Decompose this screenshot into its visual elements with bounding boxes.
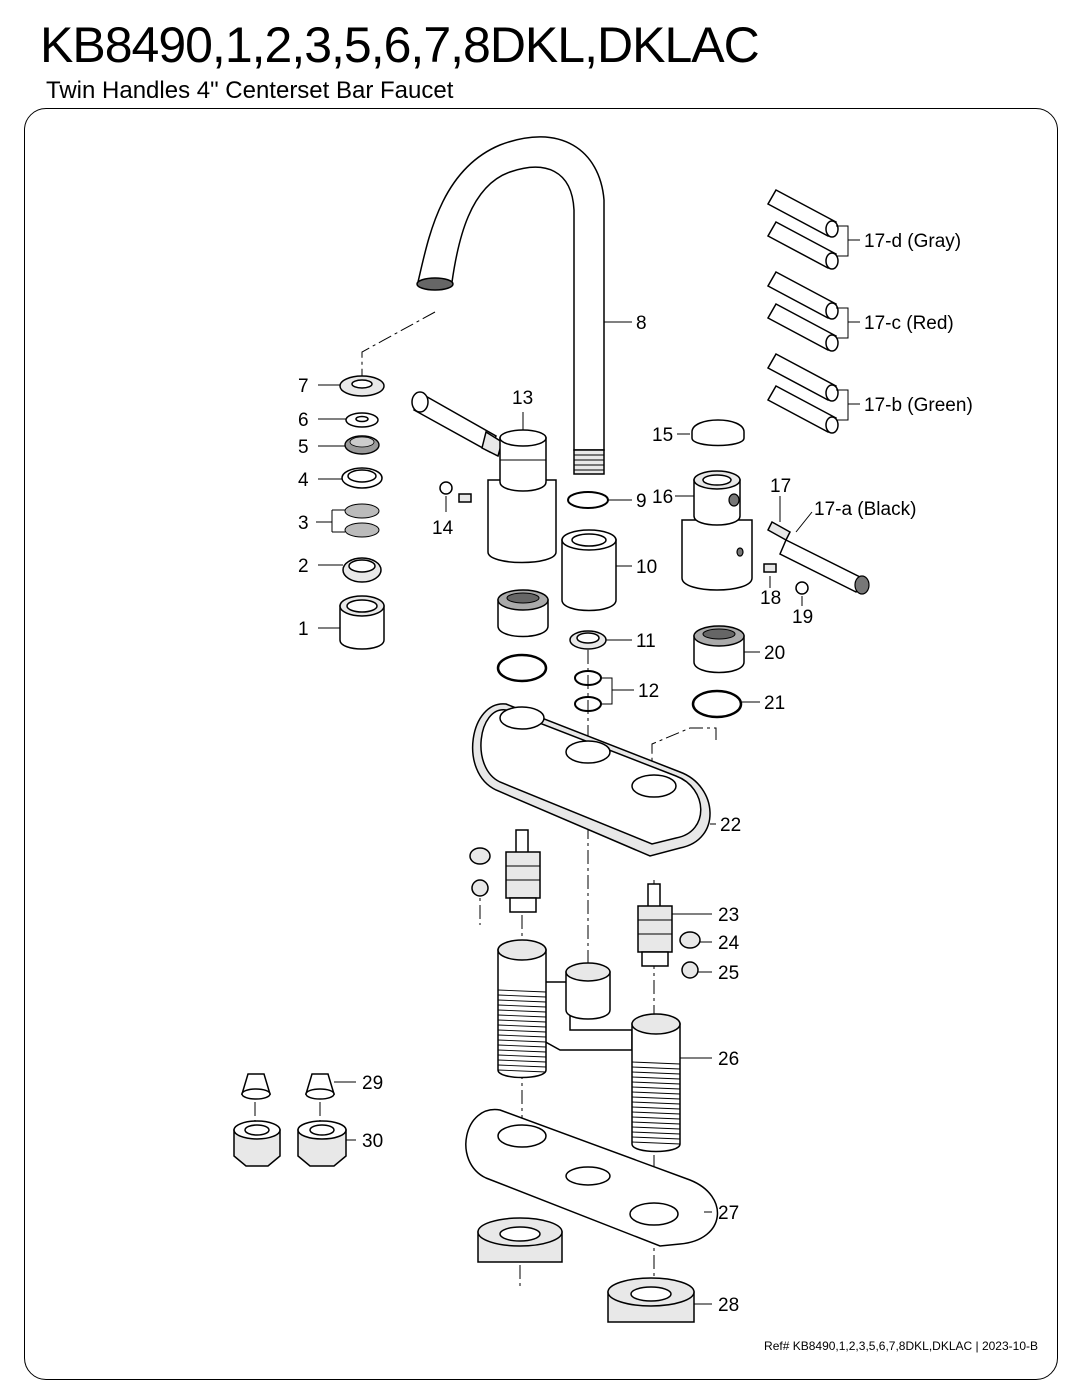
label-part-30: 30 [362, 1131, 383, 1152]
label-part-12: 12 [638, 681, 659, 702]
label-part-11: 11 [636, 631, 656, 652]
spare-handles [766, 188, 839, 434]
label-part-16: 16 [652, 487, 673, 508]
label-part-21: 21 [764, 693, 785, 714]
label-part-18: 18 [760, 588, 781, 609]
label-part-22: 22 [720, 815, 741, 836]
part-26-valve-body [497, 939, 681, 1153]
label-part-26: 26 [718, 1049, 739, 1070]
label-part-5: 5 [298, 437, 309, 458]
diagram-frame [24, 108, 1058, 1380]
label-part-17d: 17-d (Gray) [864, 231, 961, 252]
label-part-29: 29 [362, 1073, 383, 1094]
label-part-3: 3 [298, 513, 309, 534]
label-part-19: 19 [792, 607, 813, 628]
label-part-17c: 17-c (Red) [864, 313, 954, 334]
left-handle-assembly [411, 391, 557, 683]
label-part-27: 27 [718, 1203, 739, 1224]
label-part-15: 15 [652, 425, 673, 446]
label-part-6: 6 [298, 410, 309, 431]
seats-and-springs [469, 847, 701, 979]
page-title: KB8490,1,2,3,5,6,7,8DKL,DKLAC [40, 17, 760, 73]
part-22-deck-plate [472, 703, 711, 857]
label-part-10: 10 [636, 557, 657, 578]
label-part-20: 20 [764, 643, 785, 664]
part-23-cartridges [505, 829, 673, 967]
right-handle-assembly [681, 419, 870, 719]
label-part-7: 7 [298, 376, 309, 397]
label-part-13: 13 [512, 388, 533, 409]
label-part-17a: 17-a (Black) [814, 499, 916, 520]
label-part-8: 8 [636, 313, 647, 334]
part-labels: 7 6 5 4 3 2 1 8 9 10 11 12 13 14 15 16 1… [298, 231, 973, 1316]
leader-lines [316, 225, 860, 1305]
label-part-28: 28 [718, 1295, 739, 1316]
part-28-mounting-nuts [477, 1217, 695, 1323]
page-subtitle: Twin Handles 4" Centerset Bar Faucet [46, 77, 454, 104]
part-27-bottom-plate [465, 1109, 718, 1247]
label-part-9: 9 [636, 491, 647, 512]
label-part-25: 25 [718, 963, 739, 984]
label-part-17b: 17-b (Green) [864, 395, 973, 416]
label-part-23: 23 [718, 905, 739, 926]
center-spout-parts [561, 491, 617, 712]
label-part-17: 17 [770, 476, 791, 497]
label-part-24: 24 [718, 933, 740, 954]
label-part-2: 2 [298, 556, 309, 577]
label-part-1: 1 [298, 619, 309, 640]
aerator-stack [339, 375, 385, 650]
reference-number: Ref# KB8490,1,2,3,5,6,7,8DKL,DKLAC | 202… [764, 1339, 1038, 1353]
label-part-14: 14 [432, 518, 454, 539]
part-8-spout [416, 136, 605, 475]
ferrules-and-coupling-nuts [233, 1073, 347, 1167]
label-part-4: 4 [298, 470, 309, 491]
